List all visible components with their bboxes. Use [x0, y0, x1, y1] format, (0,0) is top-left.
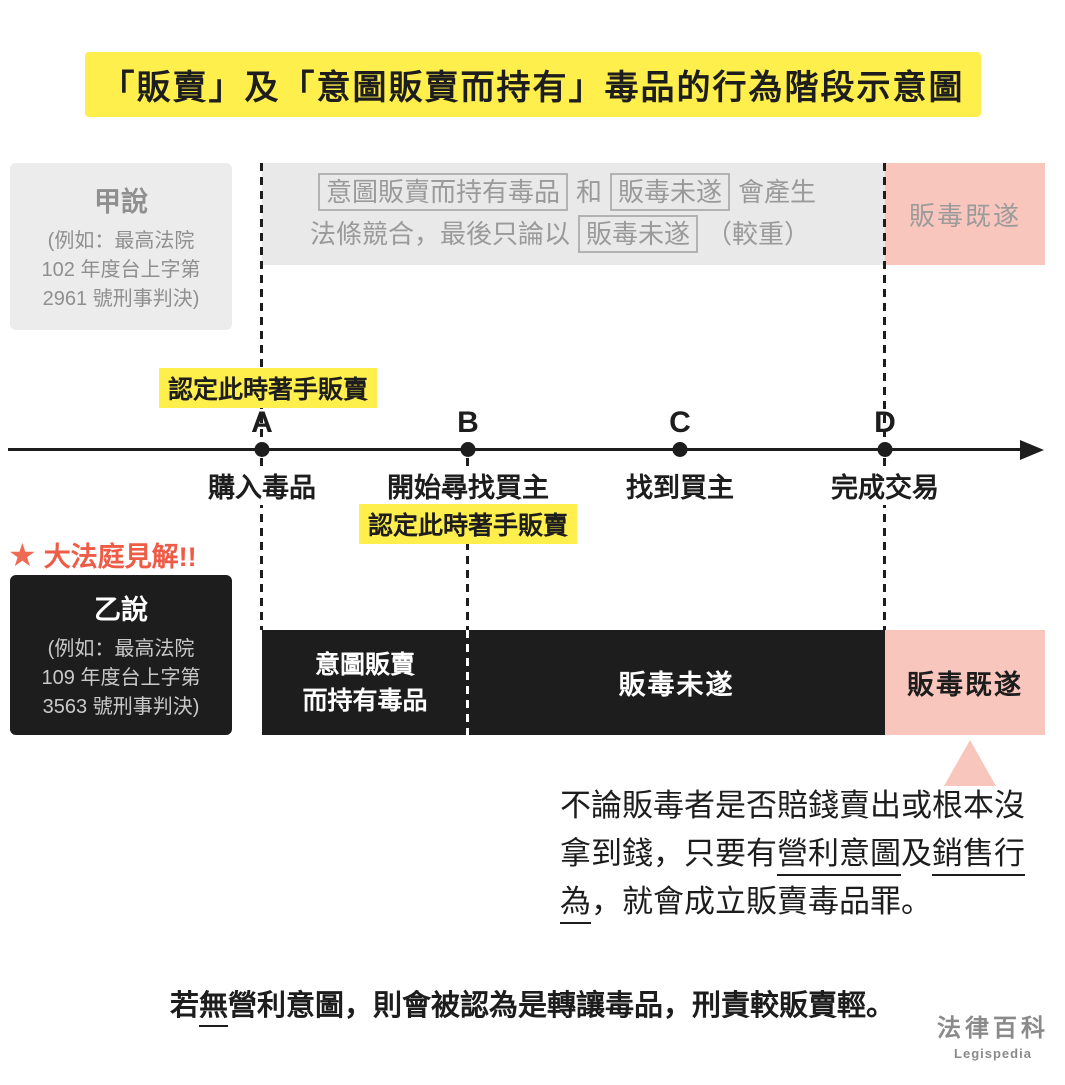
explanation-line1: 不論販毒者是否賠錢賣出或根本沒: [560, 788, 1025, 823]
point-letter-d: D: [874, 406, 896, 439]
logo-name: 法律百科: [937, 1015, 1049, 1042]
theory-a-band: 意圖販賣而持有毒品和販毒未遂會產生 法條競合，最後只論以販毒未遂（較重）: [262, 163, 885, 265]
theory-b-box: 乙說 (例如：最高法院 109 年度台上字第 3563 號刑事判決): [10, 575, 232, 735]
timeline-axis: [8, 448, 1022, 451]
stage-attempt-box: 販毒未遂: [468, 630, 885, 735]
dashed-line-point-d-upper: [883, 163, 886, 444]
footer-pre: 若: [169, 990, 199, 1022]
explanation-line2: 拿到錢，只要有營利意圖及銷售行: [560, 830, 1025, 878]
boxed-term-intent-possession: 意圖販賣而持有毒品: [318, 173, 569, 211]
stage-attempt-label: 販毒未遂: [618, 670, 735, 700]
star-icon: ★: [8, 536, 37, 573]
explanation-line2-pre: 拿到錢，只要有: [560, 836, 777, 871]
completed-label-a: 販毒既遂: [908, 200, 1021, 231]
point-label-c: 找到買主: [621, 466, 739, 505]
band-text-heavier: （較重）: [706, 219, 811, 249]
explanation-line3-rest: ，就會成立販賣毒品罪。: [591, 884, 932, 919]
annotation-start-selling-a: 認定此時著手販賣: [158, 368, 378, 408]
theory-a-source: (例如：最高法院 102 年度台上字第 2961 號刑事判決): [42, 227, 201, 314]
theory-a-source-line1: (例如：最高法院: [47, 229, 195, 252]
theory-b-source: (例如：最高法院 109 年度台上字第 3563 號刑事判決): [42, 635, 201, 722]
completed-label-b: 販毒既遂: [907, 670, 1023, 700]
grand-chamber-label: 大法庭見解!!: [43, 542, 197, 572]
dashed-line-point-b-lower: [466, 458, 469, 630]
annotation-start-selling-b: 認定此時著手販賣: [358, 504, 578, 544]
point-letter-b: B: [457, 406, 479, 439]
band-text-and: 和: [576, 177, 603, 207]
point-marker-a: [254, 442, 270, 457]
speech-bubble-tail: [944, 740, 996, 786]
theory-b-source-line1: (例如：最高法院: [47, 638, 195, 660]
explanation-line2-mid: 及: [901, 836, 932, 871]
stage-divider-dashed: [466, 630, 469, 735]
title-row: 「販賣」及「意圖販賣而持有」毒品的行為階段示意圖: [0, 52, 1065, 117]
explanation-text: 不論販毒者是否賠錢賣出或根本沒 拿到錢，只要有營利意圖及銷售行 為，就會成立販賣…: [560, 782, 1025, 926]
point-label-a: 購入毒品: [203, 466, 321, 505]
point-marker-c: [672, 442, 688, 457]
underlined-selling-act-part1: 銷售行: [932, 836, 1025, 876]
theory-a-band-line1: 意圖販賣而持有毒品和販毒未遂會產生: [310, 171, 885, 213]
theory-a-box: 甲說 (例如：最高法院 102 年度台上字第 2961 號刑事判決): [10, 163, 232, 330]
legispedia-logo: 法律百科 Legispedia: [937, 1008, 1049, 1061]
boxed-term-attempt-1: 販毒未遂: [610, 173, 731, 211]
point-marker-d: [877, 442, 893, 457]
point-letter-c: C: [669, 406, 691, 439]
footer-rest: 營利意圖，則會被認為是轉讓毒品，刑責較販賣輕。: [228, 990, 896, 1022]
theory-b-source-line3: 3563 號刑事判決): [42, 696, 200, 718]
underlined-profit-intent: 營利意圖: [777, 836, 901, 876]
stage-intent-possession-box: 意圖販賣 而持有毒品: [262, 630, 468, 735]
stage-intent-line1: 意圖販賣: [314, 650, 415, 679]
band-text-concurrence: 法條競合，最後只論以: [310, 219, 571, 249]
grand-chamber-note: ★ 大法庭見解!!: [8, 535, 197, 574]
point-label-d: 完成交易: [826, 466, 944, 505]
boxed-term-attempt-2: 販毒未遂: [578, 215, 699, 253]
dashed-line-point-a-lower: [260, 458, 263, 630]
theory-a-source-line3: 2961 號刑事判決): [42, 287, 200, 310]
timeline-arrowhead-icon: [1020, 440, 1044, 460]
footer-note: 若無營利意圖，則會被認為是轉讓毒品，刑責較販賣輕。: [0, 982, 1065, 1027]
stage-intent-line2: 而持有毒品: [302, 686, 428, 715]
explanation-line3: 為，就會成立販賣毒品罪。: [560, 878, 1025, 926]
theory-b-completed-box: 販毒既遂: [885, 630, 1045, 735]
theory-a-source-line2: 102 年度台上字第: [41, 258, 201, 281]
underlined-no: 無: [198, 990, 228, 1027]
theory-a-completed-box: 販毒既遂: [885, 163, 1045, 265]
point-letter-a: A: [251, 406, 273, 439]
dashed-line-point-d-lower: [883, 458, 886, 630]
theory-b-name: 乙說: [94, 595, 148, 625]
page-title: 「販賣」及「意圖販賣而持有」毒品的行為階段示意圖: [84, 52, 981, 117]
theory-a-band-line2: 法條競合，最後只論以販毒未遂（較重）: [310, 213, 885, 255]
logo-subtitle: Legispedia: [954, 1046, 1032, 1061]
underlined-selling-act-part2: 為: [560, 884, 591, 924]
theory-b-source-line2: 109 年度台上字第: [41, 667, 201, 689]
band-text-produce: 會產生: [738, 177, 817, 207]
theory-a-name: 甲說: [94, 186, 148, 217]
dashed-line-point-a-upper: [260, 163, 263, 444]
point-label-b: 開始尋找買主: [382, 466, 554, 505]
point-marker-b: [460, 442, 476, 457]
